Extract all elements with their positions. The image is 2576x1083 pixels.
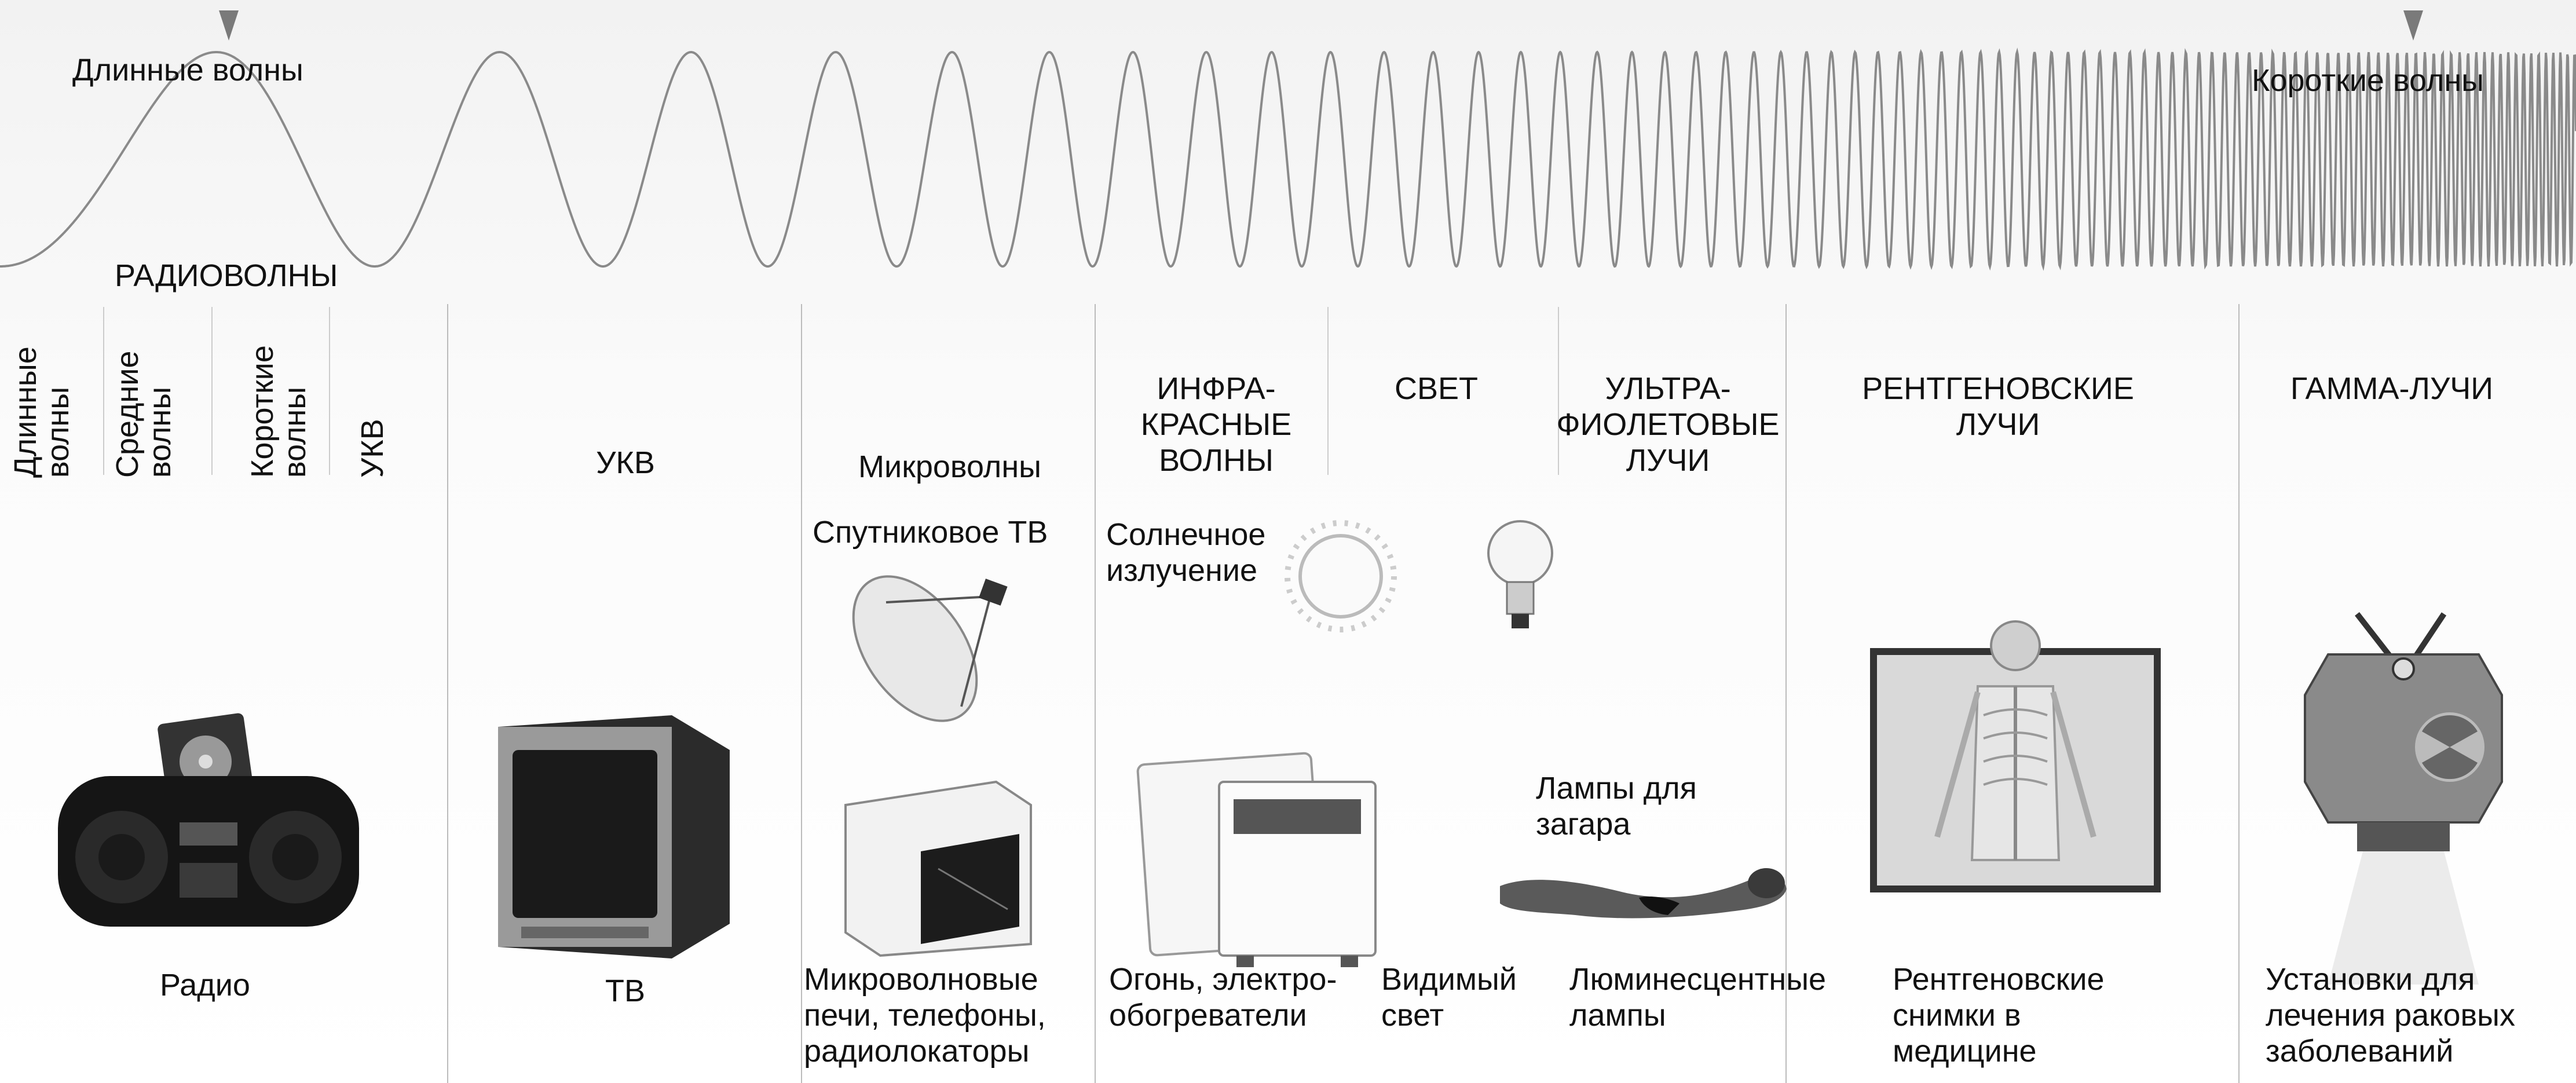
band-light-heading: СВЕТ — [1394, 371, 1479, 406]
frequency-wave — [0, 47, 2576, 271]
band-xray-heading: РЕНТГЕНОВСКИЕ ЛУЧИ — [1862, 371, 2134, 442]
band-gamma-heading: ГАММА-ЛУЧИ — [2290, 371, 2494, 406]
divider-radio-ukv — [447, 304, 448, 1083]
divider-light-uv — [1558, 307, 1559, 475]
tanning-person-icon — [1500, 868, 1787, 919]
wave-strip — [0, 10, 2576, 271]
tanning-lamps-label: Лампы для загара — [1536, 771, 1697, 841]
divider-long-medium — [103, 307, 104, 475]
divider-ir-light — [1327, 307, 1329, 475]
sun-icon — [1285, 520, 1397, 632]
solar-radiation-label: Солнечное излучение — [1106, 517, 1266, 588]
band-infrared-heading: ИНФРА- КРАСНЫЕ ВОЛНЫ — [1140, 371, 1292, 478]
electric-heater-icon — [1136, 752, 1377, 967]
caption-microwave-uses: Микроволновые печи, телефоны, радиолокат… — [804, 962, 1046, 1069]
tv-set-icon — [498, 715, 730, 958]
caption-fire-heaters: Огонь, электро- обогреватели — [1109, 962, 1337, 1033]
radio-sub-long: Длинные волны — [8, 346, 75, 478]
divider-ukv-micro — [801, 304, 802, 1083]
caption-radio: Радио — [160, 968, 250, 1002]
radio-sub-medium: Средние волны — [110, 350, 177, 478]
satellite-dish-icon — [852, 575, 1008, 722]
long-waves-label: Длинные волны — [72, 53, 303, 87]
caption-tv: ТВ — [605, 974, 646, 1008]
short-waves-label: Короткие волны — [2252, 63, 2484, 98]
caption-visible-light: Видимый свет — [1381, 962, 1517, 1033]
light-bulb-icon — [1487, 520, 1553, 628]
caption-cancer-treatment: Установки для лечения раковых заболевани… — [2266, 962, 2515, 1069]
microwave-oven-icon — [844, 780, 1032, 957]
xray-skeleton-icon — [1870, 620, 2161, 892]
satellite-tv-label: Спутниковое ТВ — [813, 515, 1048, 550]
band-micro-heading: Микроволны — [858, 449, 1041, 484]
band-radio-heading: РАДИОВОЛНЫ — [115, 258, 338, 293]
caption-luminescent-lamps: Люминесцентные лампы — [1569, 962, 1827, 1033]
divider-micro-ir — [1095, 304, 1096, 1083]
divider-xray-gamma — [2238, 304, 2240, 1083]
band-ukv-heading: УКВ — [596, 445, 655, 480]
boombox-icon — [58, 713, 359, 927]
radio-sub-short: Короткие волны — [245, 345, 312, 478]
divider-short-ukv — [329, 307, 330, 475]
short-wave-marker — [2403, 10, 2423, 41]
radio-sub-ukv: УКВ — [355, 419, 390, 478]
gamma-therapy-machine-icon — [2304, 612, 2503, 985]
divider-medium-short — [211, 307, 213, 475]
divider-uv-xray — [1785, 304, 1787, 1083]
band-uv-heading: УЛЬТРА- ФИОЛЕТОВЫЕ ЛУЧИ — [1556, 371, 1780, 478]
long-wave-marker — [219, 10, 239, 41]
caption-xray-medicine: Рентгеновские снимки в медицине — [1893, 962, 2105, 1069]
